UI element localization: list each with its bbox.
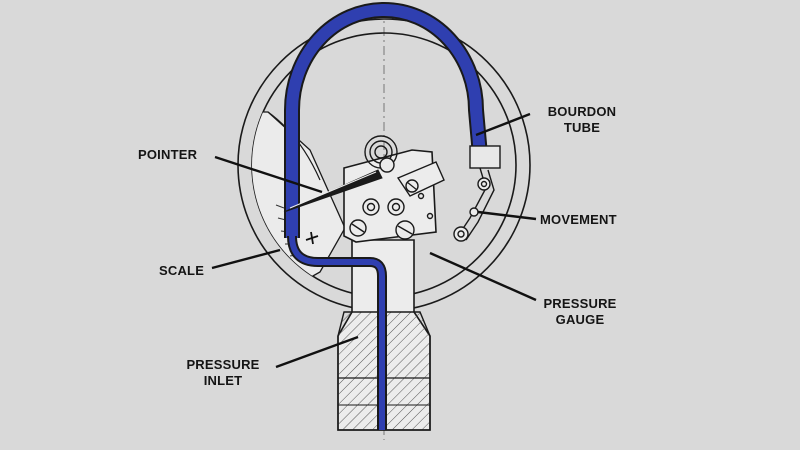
label-pointer: POINTER — [138, 147, 198, 162]
leader-scale — [211, 248, 281, 270]
label-pressure-gauge-line1: PRESSURE — [543, 296, 617, 311]
label-movement: MOVEMENT — [540, 212, 617, 227]
scale-plus-mark — [305, 231, 319, 245]
label-bourdon-tube: BOURDON TUBE — [538, 104, 626, 136]
leader-bourdon-tube — [475, 112, 531, 137]
label-pressure-inlet-line1: PRESSURE — [186, 357, 260, 372]
label-pressure-gauge: PRESSURE GAUGE — [534, 296, 626, 328]
label-scale: SCALE — [159, 263, 205, 278]
bourdon-tube-fill — [286, 4, 486, 238]
inlet-channel-fill — [289, 235, 385, 430]
pointer-needle-highlight — [289, 171, 377, 209]
label-pressure-inlet-line2: INLET — [203, 373, 243, 388]
label-bourdon-tube-line2: TUBE — [563, 120, 601, 135]
plate-screws — [349, 192, 434, 240]
label-pressure-gauge-line2: GAUGE — [555, 312, 605, 327]
pinion-hub — [379, 157, 395, 173]
link-arm — [453, 167, 495, 242]
tube-end-block — [469, 145, 501, 169]
label-pressure-inlet: PRESSURE INLET — [176, 357, 270, 389]
sector-screw-slot — [406, 181, 418, 191]
leader-lines — [211, 112, 537, 369]
label-bourdon-tube-line1: BOURDON — [547, 104, 617, 119]
leader-movement — [477, 210, 537, 221]
leader-pressure-gauge — [429, 251, 537, 302]
leader-pressure-inlet — [275, 335, 359, 369]
leader-pointer — [214, 155, 323, 194]
